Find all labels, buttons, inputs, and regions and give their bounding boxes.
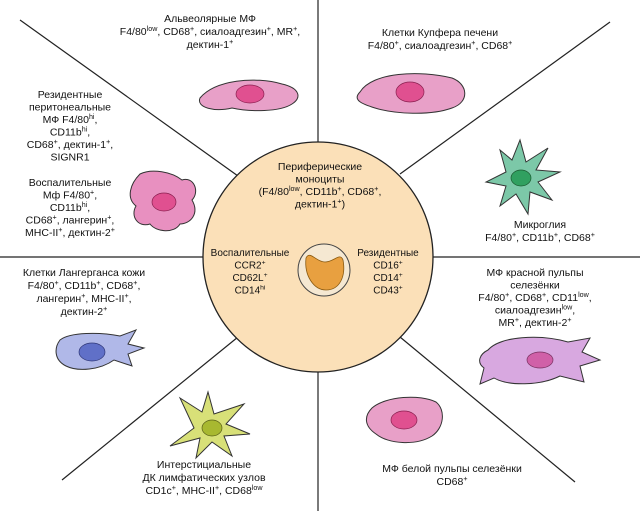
inflammatory-mf-label-line: Воспалительные [29, 177, 112, 189]
inflammatory-mf-label-line: Мф F4/80+​, [43, 189, 97, 202]
interstitial-dc-label-line: Интерстициальные [157, 459, 251, 471]
peritoneal-label-line: Резидентные [38, 89, 103, 101]
white-pulp-label-line: МФ белой пульпы селезёнки [382, 463, 522, 475]
white-pulp-label-line: CD68+​ [436, 475, 467, 488]
peritoneal-label-line: МФ F4/80hi​, [43, 113, 98, 126]
monocyte-title-line: моноциты [296, 174, 345, 186]
kupffer-label-line: Клетки Купфера печени [382, 27, 498, 39]
peritoneal-label-line: CD68+​, дектин-1+​, [27, 138, 113, 151]
monocyte-title-line: дектин-1+​) [295, 198, 345, 211]
red-pulp-label-line: МФ красной пульпы [486, 267, 583, 279]
divider-upper-right [399, 21, 611, 175]
microglia-label-line: Микроглия [514, 219, 566, 231]
cell-nucleus [201, 419, 223, 437]
resident-monocyte-label-line: CD43+​ [373, 285, 403, 297]
monocyte-title-line: Периферические [278, 161, 362, 173]
resident-monocyte-label-line: CD16+​ [373, 260, 403, 272]
resident-monocyte-label-line: Резидентные [357, 248, 419, 259]
monocyte-icon [297, 243, 351, 297]
resident-monocyte-label-line: CD14+​ [373, 272, 403, 284]
peritoneal-label-line: CD11bhi​, [50, 126, 90, 139]
langerhans-label-line: Клетки Лангерганса кожи [23, 267, 145, 279]
alveolar-label-line: F4/80low​, CD68+​, сиалоадгезин+​, MR+​, [120, 25, 300, 38]
divider-lower-right [399, 336, 576, 483]
divider-lower-left [61, 336, 239, 481]
inflammatory-mf-label-line: MHC-II+​, дектин-2+​ [25, 226, 115, 239]
inflammatory-monocyte-label-line: Воспалительные [211, 248, 290, 259]
interstitial-dendritic-cell-icon [169, 390, 251, 460]
microglia-icon [484, 138, 562, 216]
red-pulp-label-line: селезёнки [510, 280, 560, 292]
interstitial-dc-label-line: CD1c+​, MHC-II+​, CD68low​ [145, 484, 263, 497]
langerhans-label-line: лангерин+​, MHC-II+​, [36, 292, 131, 305]
cell-nucleus [526, 351, 554, 369]
inflammatory-macrophage-icon [129, 170, 197, 232]
cell-nucleus [78, 342, 106, 362]
peritoneal-label-line: перитонеальные [29, 102, 111, 114]
cell-nucleus [390, 410, 418, 430]
langerhans-label-line: дектин-2+​ [61, 305, 108, 318]
red-pulp-label-line: MR+​, дектин-2+​ [498, 316, 571, 329]
cell-nucleus [235, 84, 265, 104]
alveolar-label-line: Альвеолярные МФ [164, 13, 256, 25]
inflammatory-mf-label-line: CD11bhi​, [50, 201, 90, 214]
inflammatory-mf-label-line: CD68+​, лангерин+​, [26, 214, 115, 227]
microglia-label-line: F4/80+​, CD11b+​, CD68+​ [485, 231, 595, 244]
cell-nucleus [395, 81, 425, 103]
interstitial-dc-label-line: ДК лимфатических узлов [142, 472, 265, 484]
cell-nucleus [151, 192, 177, 212]
inflammatory-monocyte-label-line: CD62L+​ [232, 272, 267, 284]
monocyte-nucleus [305, 254, 345, 291]
inflammatory-monocyte-label-line: CD14hi​ [235, 285, 266, 297]
kupffer-cell-icon [356, 73, 466, 114]
divider-upper-left [19, 19, 239, 177]
langerhans-cell-icon [55, 329, 146, 370]
alveolar-macrophage-icon [199, 79, 299, 112]
cell-nucleus [510, 169, 532, 187]
alveolar-label-line: дектин-1+​ [187, 38, 234, 51]
red-pulp-macrophage-icon [479, 336, 602, 385]
peritoneal-label-line: SIGNR1 [50, 152, 89, 164]
kupffer-label-line: F4/80+​, сиалоадгезин+​, CD68+​ [368, 39, 513, 52]
white-pulp-macrophage-icon [366, 396, 443, 443]
monocyte-title-line: (F4/80low​, CD11b+​, CD68+​, [259, 185, 382, 198]
langerhans-label-line: F4/80+​, CD11b+​, CD68+​, [28, 279, 141, 292]
red-pulp-label-line: F4/80+​, CD68+​, CD11low​, [478, 291, 591, 304]
red-pulp-label-line: сиалоадгезинlow​, [495, 304, 575, 317]
inflammatory-monocyte-label-line: CCR2+​ [234, 260, 265, 272]
